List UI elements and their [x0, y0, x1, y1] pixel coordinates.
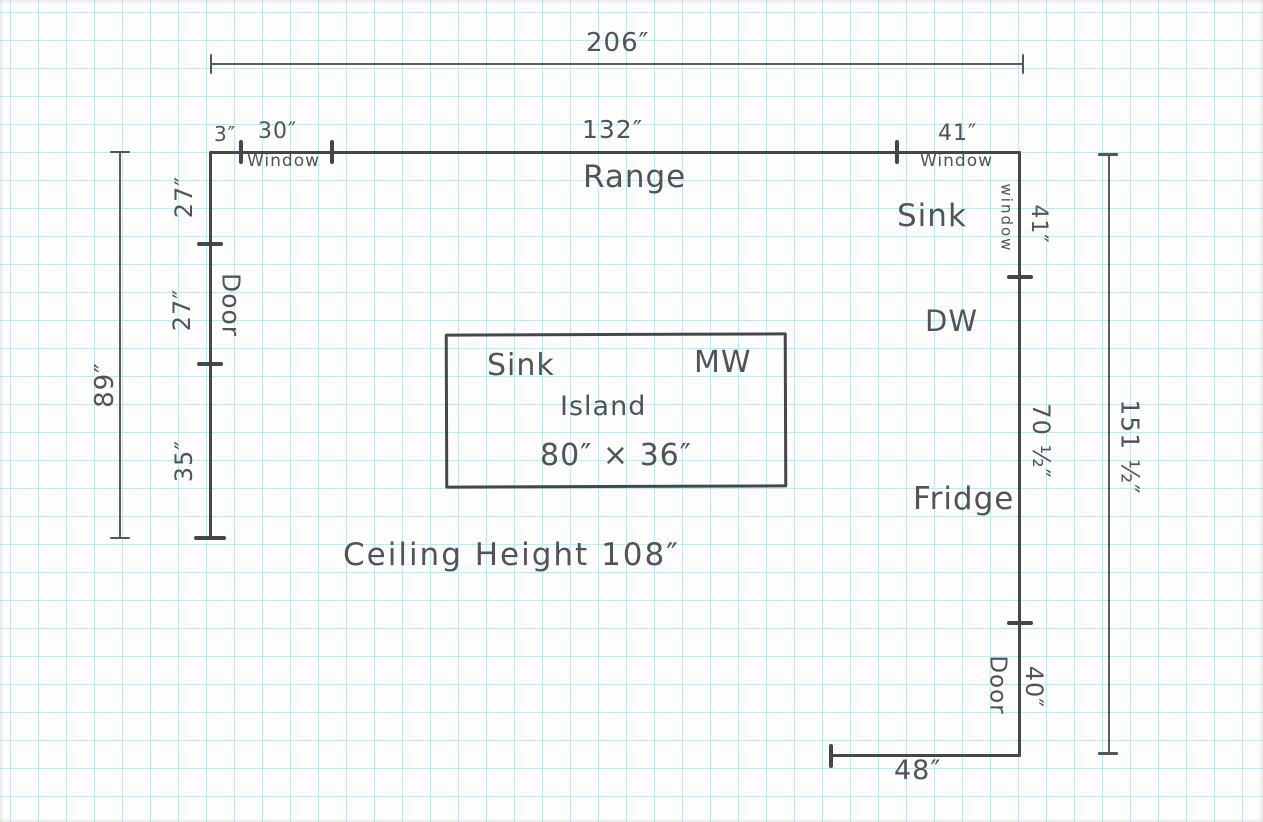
- dim-tick-top-right: [1022, 54, 1024, 74]
- wall-bottom: [831, 754, 1021, 757]
- dim-label-35: 35″: [170, 439, 198, 483]
- tick-top-right-window-start: [895, 140, 899, 164]
- dim-line-right: [1108, 154, 1110, 754]
- tick-top-window-end: [330, 140, 334, 164]
- wall-left: [209, 151, 212, 540]
- island-sink-label: Sink: [487, 348, 555, 383]
- island-microwave-label: MW: [694, 345, 752, 380]
- dim-label-3: 3″: [214, 122, 237, 146]
- dim-label-206: 206″: [586, 28, 650, 58]
- tick-left-wall-end: [194, 536, 226, 540]
- window-label-top-right: Window: [920, 151, 994, 171]
- range-label: Range: [583, 159, 687, 195]
- dishwasher-label: DW: [925, 304, 979, 338]
- island-name-label: Island: [560, 391, 647, 422]
- dim-tick-right-bottom: [1098, 752, 1118, 755]
- island-size-label: 80″ × 36″: [540, 438, 692, 473]
- dim-label-27-upper: 27″: [170, 175, 198, 219]
- window-label-top-left: Window: [247, 151, 321, 171]
- tick-left-wall-seg1: [197, 242, 223, 246]
- tick-right-wall-seg1: [1007, 275, 1033, 279]
- dim-tick-right-top: [1098, 153, 1118, 156]
- dim-tick-top-left: [210, 54, 212, 74]
- dim-label-40: 40″: [1020, 665, 1048, 709]
- tick-top-window-start: [239, 140, 243, 164]
- tick-bottom-wall-end: [829, 744, 833, 768]
- ceiling-height-note: Ceiling Height 108″: [343, 537, 680, 573]
- dim-label-89: 89″: [90, 362, 120, 408]
- tick-left-wall-seg2: [197, 362, 223, 366]
- wall-right: [1018, 151, 1021, 757]
- fridge-label: Fridge: [913, 481, 1015, 517]
- dim-label-27-middle: 27″: [168, 288, 196, 332]
- dim-label-41-top: 41″: [938, 121, 978, 146]
- dim-label-132: 132″: [582, 115, 644, 144]
- door-label-right: Door: [984, 655, 1011, 715]
- dim-label-151-half: 151 ½″: [1115, 399, 1145, 495]
- dim-label-48: 48″: [894, 755, 942, 786]
- tick-right-wall-seg2: [1007, 621, 1033, 625]
- door-label-left: Door: [216, 272, 246, 338]
- wall-top: [210, 151, 1021, 154]
- dim-label-70-half: 70 ½″: [1027, 403, 1055, 479]
- window-label-vertical: window: [997, 183, 1016, 253]
- dim-line-top: [211, 63, 1023, 65]
- dim-line-left: [119, 152, 121, 538]
- dim-label-30: 30″: [258, 119, 298, 144]
- dim-tick-left-top: [110, 151, 130, 153]
- sink-label: Sink: [897, 198, 967, 234]
- dim-label-41-side: 41″: [1026, 204, 1051, 244]
- dim-tick-left-bottom: [110, 537, 130, 539]
